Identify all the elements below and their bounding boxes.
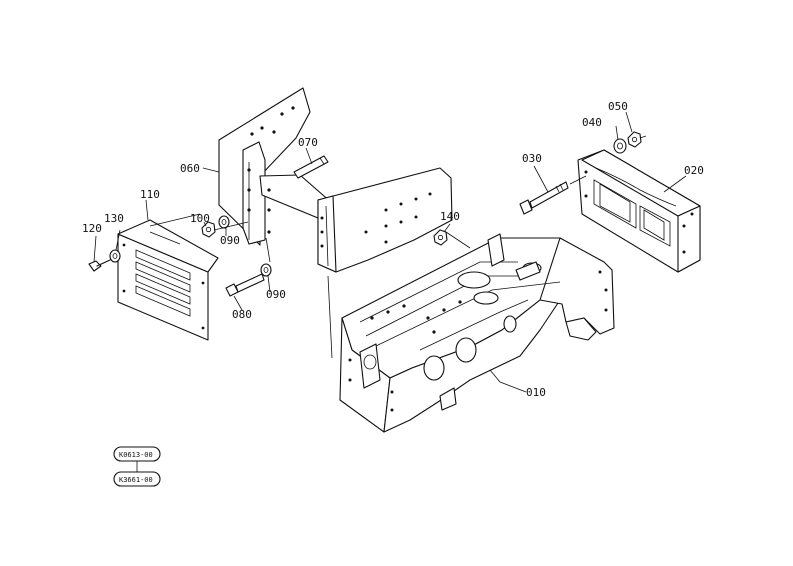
washer-upper-part <box>218 215 230 229</box>
reference-stamps: K0613-00 K3661-00 <box>113 446 161 487</box>
label-010: 010 <box>526 386 546 399</box>
front-bracket-part <box>218 87 453 273</box>
stamp-top: K0613-00 <box>113 446 161 462</box>
stamp-bottom: K3661-00 <box>113 471 161 487</box>
label-060: 060 <box>180 162 200 175</box>
rear-nut-part <box>627 131 642 148</box>
label-090-upper: 090 <box>220 234 240 247</box>
label-080: 080 <box>232 308 252 321</box>
label-050: 050 <box>608 100 628 113</box>
rear-washer-part <box>613 138 627 154</box>
label-110: 110 <box>140 188 160 201</box>
label-070: 070 <box>298 136 318 149</box>
long-bolt-part <box>225 273 265 297</box>
label-040: 040 <box>582 116 602 129</box>
leader-lines <box>93 111 687 472</box>
tie-bolt-part <box>519 181 569 215</box>
small-bolt-part <box>88 259 111 272</box>
label-120: 120 <box>82 222 102 235</box>
label-090-lower: 090 <box>266 288 286 301</box>
part-number-labels: 010 020 030 040 050 060 070 080 090 090 … <box>82 100 704 399</box>
label-030: 030 <box>522 152 542 165</box>
nut-part <box>201 221 216 238</box>
stamp-top-text: K0613-00 <box>119 451 153 459</box>
nut-140-part <box>433 229 448 246</box>
washer-lower-part <box>260 263 272 277</box>
washer-part <box>109 249 121 263</box>
pin-part <box>293 155 329 179</box>
label-100: 100 <box>190 212 210 225</box>
grille-plate-part <box>117 219 219 341</box>
label-130: 130 <box>104 212 124 225</box>
stamp-bottom-text: K3661-00 <box>119 476 153 484</box>
rear-block-part <box>577 149 701 273</box>
label-020: 020 <box>684 164 704 177</box>
label-140: 140 <box>440 210 460 223</box>
main-frame-part <box>339 233 615 433</box>
